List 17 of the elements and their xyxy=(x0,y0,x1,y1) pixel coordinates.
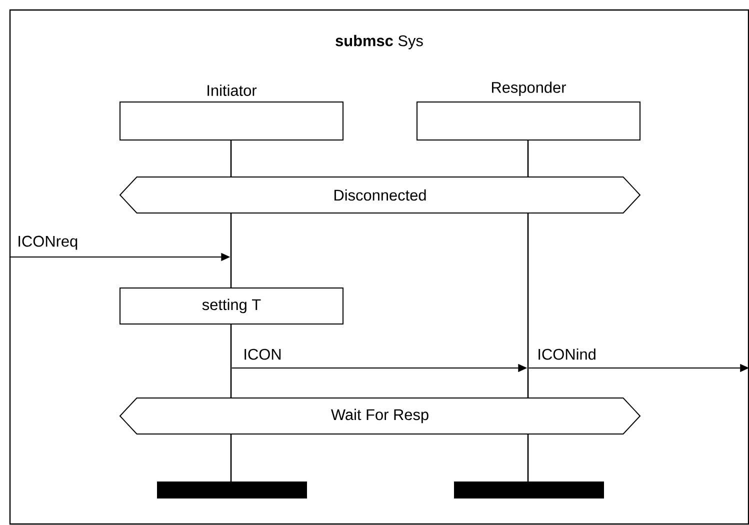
message-label: ICONreq xyxy=(18,236,78,250)
message-label: ICON xyxy=(244,348,281,360)
lifeline xyxy=(230,324,232,398)
lifeline xyxy=(527,140,529,177)
instance-end-bar xyxy=(157,481,307,498)
message-label: ICONind xyxy=(538,348,596,360)
lifeline xyxy=(230,434,232,482)
lifeline xyxy=(230,140,232,177)
condition-hexagon: Wait For Resp xyxy=(119,397,641,434)
instance-head-box: Initiator xyxy=(120,84,344,140)
action-box: setting T xyxy=(120,287,344,324)
condition-hexagon: Disconnected xyxy=(119,176,641,214)
node-label: Initiator xyxy=(208,84,257,96)
instance-head-box: Responder xyxy=(416,82,640,140)
instance-end-bar xyxy=(454,481,604,498)
node-label: Responder xyxy=(492,82,566,96)
lifeline xyxy=(527,434,529,482)
